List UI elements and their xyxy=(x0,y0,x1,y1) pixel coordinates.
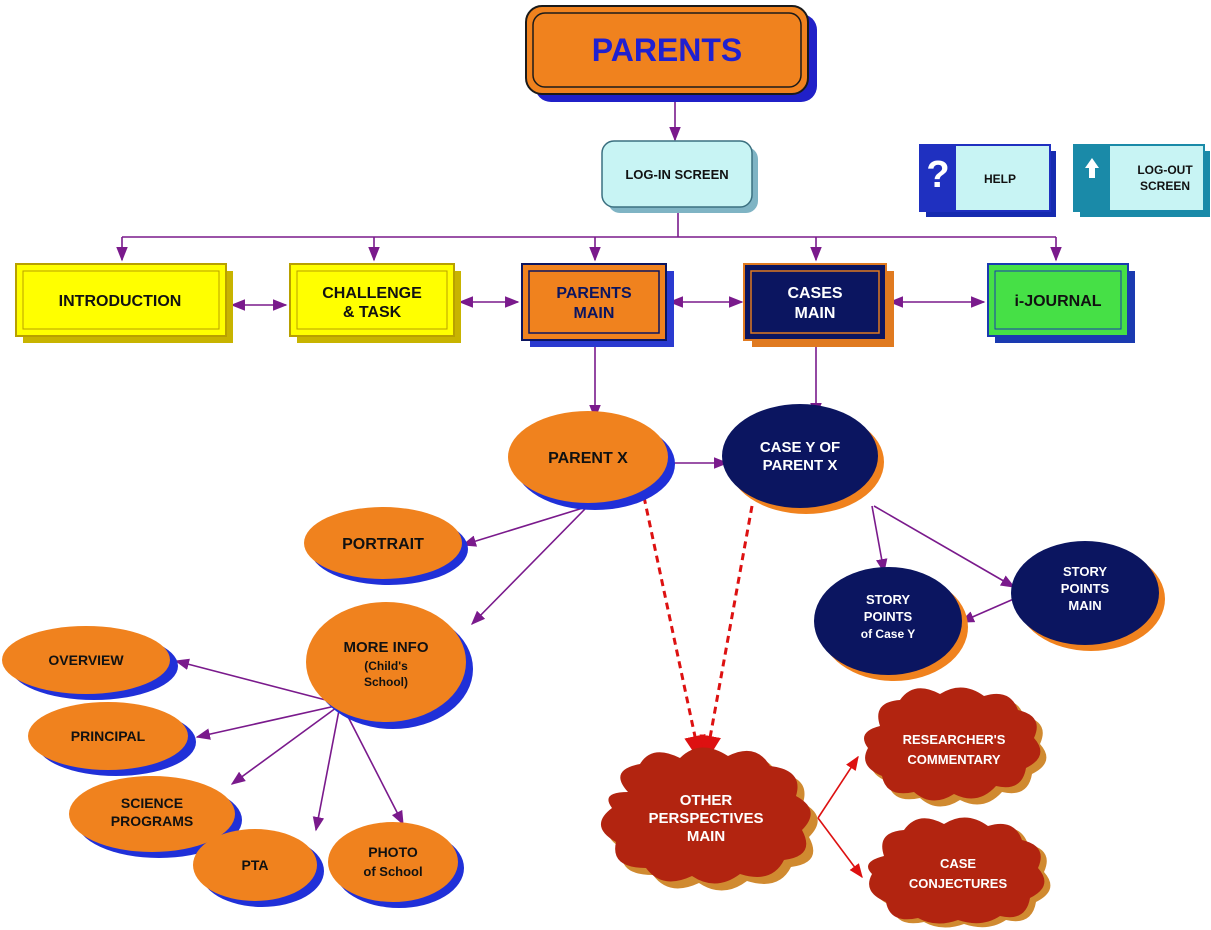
title-box[interactable]: PARENTS xyxy=(525,5,817,102)
story-main-label-line3: MAIN xyxy=(1068,598,1101,613)
more-info-to-pta-arrow xyxy=(312,704,341,832)
overview-label: OVERVIEW xyxy=(48,652,124,668)
story-points-case-node[interactable]: STORY POINTS of Case Y xyxy=(814,567,968,681)
other-perspectives-cloud[interactable]: OTHER PERSPECTIVES MAIN xyxy=(600,747,818,891)
help-label: HELP xyxy=(984,172,1016,186)
challenge-label-line1: CHALLENGE xyxy=(322,285,422,302)
portrait-label: PORTRAIT xyxy=(342,536,424,553)
case-y-label-line1: CASE Y OF xyxy=(760,439,840,456)
parents-main-box[interactable]: PARENTS MAIN xyxy=(521,263,674,347)
i-journal-box[interactable]: i-JOURNAL xyxy=(987,263,1135,343)
help-button[interactable]: ? HELP xyxy=(919,144,1056,217)
other-label-line1: OTHER xyxy=(680,792,733,809)
other-to-conjectures-arrow xyxy=(817,817,863,879)
story-main-label-line2: POINTS xyxy=(1061,581,1110,596)
login-screen-label: LOG-IN SCREEN xyxy=(625,167,728,182)
more-info-label-line2: (Child's xyxy=(364,659,408,673)
parents-main-label-line1: PARENTS xyxy=(556,285,632,302)
case-conjectures-cloud[interactable]: CASE CONJECTURES xyxy=(868,817,1051,928)
more-info-to-overview-arrow xyxy=(174,658,346,706)
case-y-to-story-case-arrow xyxy=(871,505,888,574)
parent-x-to-more-info-arrow xyxy=(470,507,587,626)
cases-main-label-line2: MAIN xyxy=(795,305,836,322)
logout-label-line1: LOG-OUT xyxy=(1137,163,1193,177)
science-programs-node[interactable]: SCIENCE PROGRAMS xyxy=(69,776,242,858)
principal-node[interactable]: PRINCIPAL xyxy=(28,702,196,776)
up-arrow-icon xyxy=(1085,158,1099,178)
parent-x-to-other-dashed-arrow xyxy=(642,496,706,763)
researcher-label-line1: RESEARCHER'S xyxy=(903,732,1006,747)
photo-of-school-node[interactable]: PHOTO of School xyxy=(328,822,464,908)
question-mark-icon: ? xyxy=(926,154,949,196)
introduction-box[interactable]: INTRODUCTION xyxy=(15,263,233,343)
parent-x-to-portrait-arrow xyxy=(461,507,584,547)
challenge-task-box[interactable]: CHALLENGE & TASK xyxy=(289,263,461,343)
researchers-commentary-cloud[interactable]: RESEARCHER'S COMMENTARY xyxy=(864,687,1047,807)
more-info-node[interactable]: MORE INFO (Child's School) xyxy=(306,602,473,729)
more-info-label-line3: School) xyxy=(364,675,408,689)
pta-label: PTA xyxy=(242,857,269,873)
overview-node[interactable]: OVERVIEW xyxy=(2,626,178,700)
other-label-line3: MAIN xyxy=(687,828,725,845)
logout-label-line2: SCREEN xyxy=(1140,179,1190,193)
portrait-node[interactable]: PORTRAIT xyxy=(304,507,468,585)
cases-main-label-line1: CASES xyxy=(787,285,842,302)
story-main-label-line1: STORY xyxy=(1063,564,1107,579)
principal-label: PRINCIPAL xyxy=(71,728,146,744)
cases-main-box[interactable]: CASES MAIN xyxy=(743,263,894,347)
login-screen-box[interactable]: LOG-IN SCREEN xyxy=(601,140,758,213)
photo-label-line1: PHOTO xyxy=(368,844,418,860)
case-y-to-other-dashed-arrow xyxy=(699,505,754,763)
i-journal-label: i-JOURNAL xyxy=(1014,293,1101,310)
story-points-main-node[interactable]: STORY POINTS MAIN xyxy=(1011,541,1165,651)
parent-x-node[interactable]: PARENT X xyxy=(508,411,675,510)
more-info-to-photo-arrow xyxy=(341,704,404,826)
more-info-label-line1: MORE INFO xyxy=(344,639,429,656)
challenge-label-line2: & TASK xyxy=(343,304,402,321)
parents-main-label-line2: MAIN xyxy=(574,305,615,322)
title-text: PARENTS xyxy=(592,32,743,68)
more-info-to-principal-arrow xyxy=(195,704,341,740)
other-to-researcher-arrow xyxy=(817,755,859,819)
case-y-to-story-main-arrow xyxy=(873,505,1016,588)
case-y-node[interactable]: CASE Y OF PARENT X xyxy=(722,404,884,514)
red-connectors xyxy=(817,755,863,879)
story-case-label-line1: STORY xyxy=(866,592,910,607)
more-info-to-science-arrow xyxy=(230,704,341,785)
conjectures-label-line2: CONJECTURES xyxy=(909,876,1008,891)
case-y-label-line2: PARENT X xyxy=(763,457,838,474)
photo-label-line2: of School xyxy=(363,864,422,879)
introduction-label: INTRODUCTION xyxy=(59,293,182,310)
science-label-line2: PROGRAMS xyxy=(111,813,193,829)
logout-button[interactable]: LOG-OUT SCREEN xyxy=(1073,144,1210,217)
dashed-connectors xyxy=(642,496,754,763)
science-label-line1: SCIENCE xyxy=(121,795,183,811)
connectors xyxy=(116,102,1062,832)
researcher-label-line2: COMMENTARY xyxy=(907,752,1000,767)
conjectures-label-line1: CASE xyxy=(940,856,976,871)
pta-node[interactable]: PTA xyxy=(193,829,324,907)
parent-x-label: PARENT X xyxy=(548,450,628,467)
story-case-label-line3: of Case Y xyxy=(861,627,915,641)
other-label-line2: PERSPECTIVES xyxy=(648,810,763,827)
story-main-to-story-case-arrow xyxy=(959,597,1017,623)
story-case-label-line2: POINTS xyxy=(864,609,913,624)
